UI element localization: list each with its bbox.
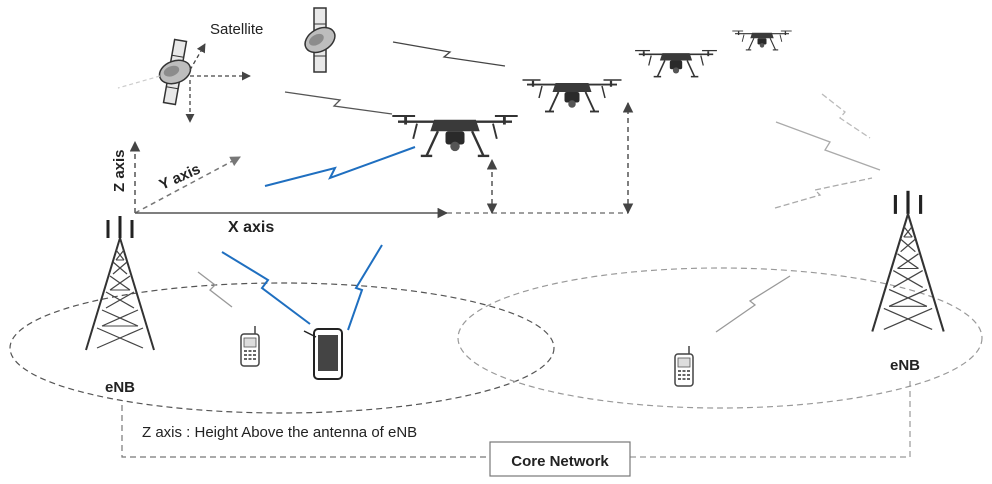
phone-enb-link xyxy=(197,271,233,308)
satellite-label: Satellite xyxy=(210,21,263,38)
phone-enb-link xyxy=(715,275,791,333)
drone-icon xyxy=(634,49,718,78)
y-axis-label: Y axis xyxy=(157,161,203,194)
coverage-area-right xyxy=(457,267,983,409)
satellite-orbit-trail xyxy=(117,75,161,89)
drone-icon xyxy=(521,78,623,113)
mobile-phone-icon xyxy=(674,345,694,387)
enb-right-label: eNB xyxy=(890,357,920,374)
z-axis-label: Z axis xyxy=(111,149,128,192)
satellite-link xyxy=(392,41,506,67)
drone-icon xyxy=(390,114,520,158)
cell-tower-icon xyxy=(870,189,946,334)
tablet-drone-wireless-link xyxy=(347,244,383,331)
drone-icon xyxy=(731,30,793,51)
satellite-axis-up xyxy=(189,43,206,71)
enb-drone-link xyxy=(774,177,873,209)
coverage-area-left xyxy=(9,282,555,414)
drone-wireless-link xyxy=(264,146,416,187)
enb-left-label: eNB xyxy=(105,379,135,396)
tablet-enb-wireless-link xyxy=(221,251,311,325)
y-axis-line xyxy=(134,156,241,214)
enb-drone-link xyxy=(821,93,871,139)
satellite-link xyxy=(284,91,393,115)
satellite-icon xyxy=(299,7,341,73)
x-axis-label: X axis xyxy=(228,219,274,236)
core-network-label: Core Network xyxy=(511,453,609,470)
cell-tower-icon xyxy=(84,214,156,352)
mobile-phone-icon xyxy=(240,325,260,367)
tablet-icon xyxy=(303,328,343,380)
core-network-box xyxy=(489,441,631,477)
z-axis-note: Z axis : Height Above the antenna of eNB xyxy=(142,424,417,441)
enb-drone-link xyxy=(775,121,881,171)
backhaul-link-right xyxy=(630,380,911,458)
satellite-icon xyxy=(149,36,201,108)
backhaul-link-left xyxy=(121,405,490,458)
